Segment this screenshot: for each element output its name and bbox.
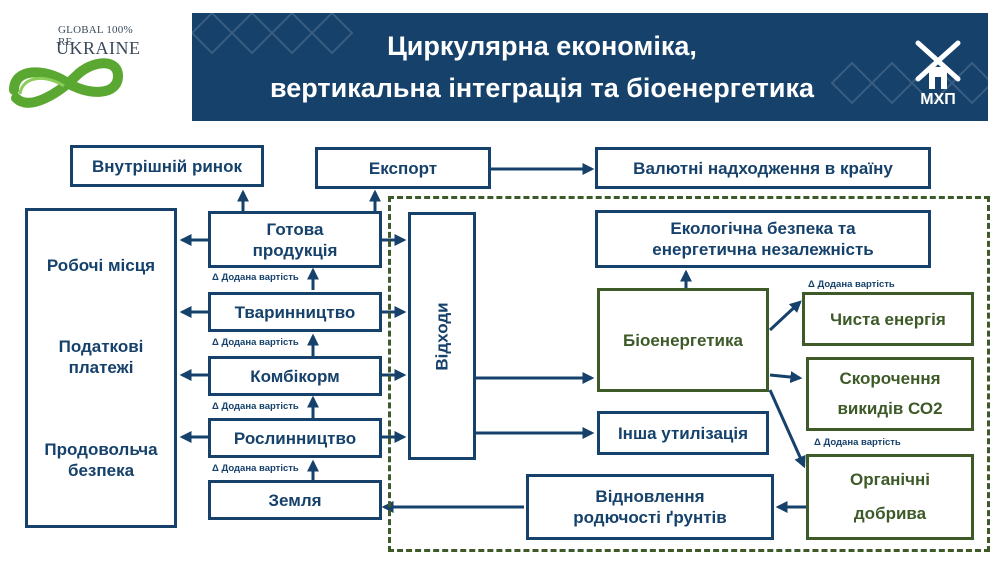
taxes-label: Податкові платежі xyxy=(58,337,144,378)
logo: GLOBAL 100% RE UKRAINE xyxy=(6,18,146,108)
other-disposal-box: Інша утилізація xyxy=(597,411,769,455)
domestic-market-label: Внутрішній ринок xyxy=(92,156,242,176)
brand-name: МХП xyxy=(920,91,956,108)
export-label: Експорт xyxy=(368,158,438,178)
title-line1: Циркулярна економіка, xyxy=(387,31,697,61)
ornament-pattern xyxy=(192,13,988,105)
brand-logo: МХП xyxy=(908,37,968,111)
waste-label: Відходи xyxy=(432,301,452,371)
finished-products-label: Готова продукція xyxy=(252,219,338,260)
page-title: Циркулярна економіка, вертикальна інтегр… xyxy=(192,25,892,109)
export-box: Експорт xyxy=(315,147,491,189)
organic-fertilizers-box: Органічні добрива xyxy=(806,454,974,540)
added-value-label: Δ Додана вартість xyxy=(212,463,299,474)
feed-label: Комбікорм xyxy=(250,366,340,386)
infinity-logo-icon xyxy=(9,58,124,108)
clean-energy-box: Чиста енергія xyxy=(802,292,974,346)
added-value-label: Δ Додана вартість xyxy=(212,272,299,283)
social-effects-panel: Робочі місця Податкові платежі Продоволь… xyxy=(25,208,177,528)
land-label: Земля xyxy=(268,490,322,510)
clean-energy-label: Чиста енергія xyxy=(830,309,946,329)
organic-fertilizers-label: Органічні добрива xyxy=(850,470,930,523)
soil-restoration-box: Відновлення родючості ґрунтів xyxy=(526,474,774,540)
added-value-label: Δ Додана вартість xyxy=(212,337,299,348)
bioenergy-box: Біоенергетика xyxy=(597,288,769,392)
eco-safety-box: Екологічна безпека та енергетична незале… xyxy=(595,210,931,268)
jobs-label: Робочі місця xyxy=(46,256,156,276)
windmill-icon xyxy=(915,40,961,89)
soil-restoration-label: Відновлення родючості ґрунтів xyxy=(573,487,727,527)
circular-economy-area xyxy=(388,196,990,552)
added-value-label: Δ Додана вартість xyxy=(814,437,901,448)
livestock-label: Тваринництво xyxy=(234,302,356,322)
title-line2: вертикальна інтеграція та біоенергетика xyxy=(270,73,814,103)
eco-safety-label: Екологічна безпека та енергетична незале… xyxy=(652,219,874,259)
domestic-market-box: Внутрішній ринок xyxy=(70,145,264,187)
livestock-box: Тваринництво xyxy=(208,292,382,332)
bioenergy-label: Біоенергетика xyxy=(623,330,743,350)
food-security-label: Продовольча безпека xyxy=(44,439,158,480)
added-value-label: Δ Додана вартість xyxy=(808,279,895,290)
added-value-label: Δ Додана вартість xyxy=(212,401,299,412)
waste-box: Відходи xyxy=(408,212,476,460)
other-disposal-label: Інша утилізація xyxy=(617,423,749,443)
finished-products-box: Готова продукція xyxy=(208,211,382,268)
feed-box: Комбікорм xyxy=(208,356,382,396)
land-box: Земля xyxy=(208,480,382,520)
currency-inflow-box: Валютні надходження в країну xyxy=(595,147,931,189)
co2-reduction-label: Скорочення викидів СО2 xyxy=(837,369,943,418)
crop-production-box: Рослинництво xyxy=(208,418,382,458)
crop-production-label: Рослинництво xyxy=(233,428,357,448)
logo-line2: UKRAINE xyxy=(56,38,141,58)
title-banner: Циркулярна економіка, вертикальна інтегр… xyxy=(192,13,988,121)
logo-line1: GLOBAL 100% RE xyxy=(58,24,133,48)
co2-reduction-box: Скорочення викидів СО2 xyxy=(806,357,974,431)
currency-inflow-label: Валютні надходження в країну xyxy=(633,158,893,178)
